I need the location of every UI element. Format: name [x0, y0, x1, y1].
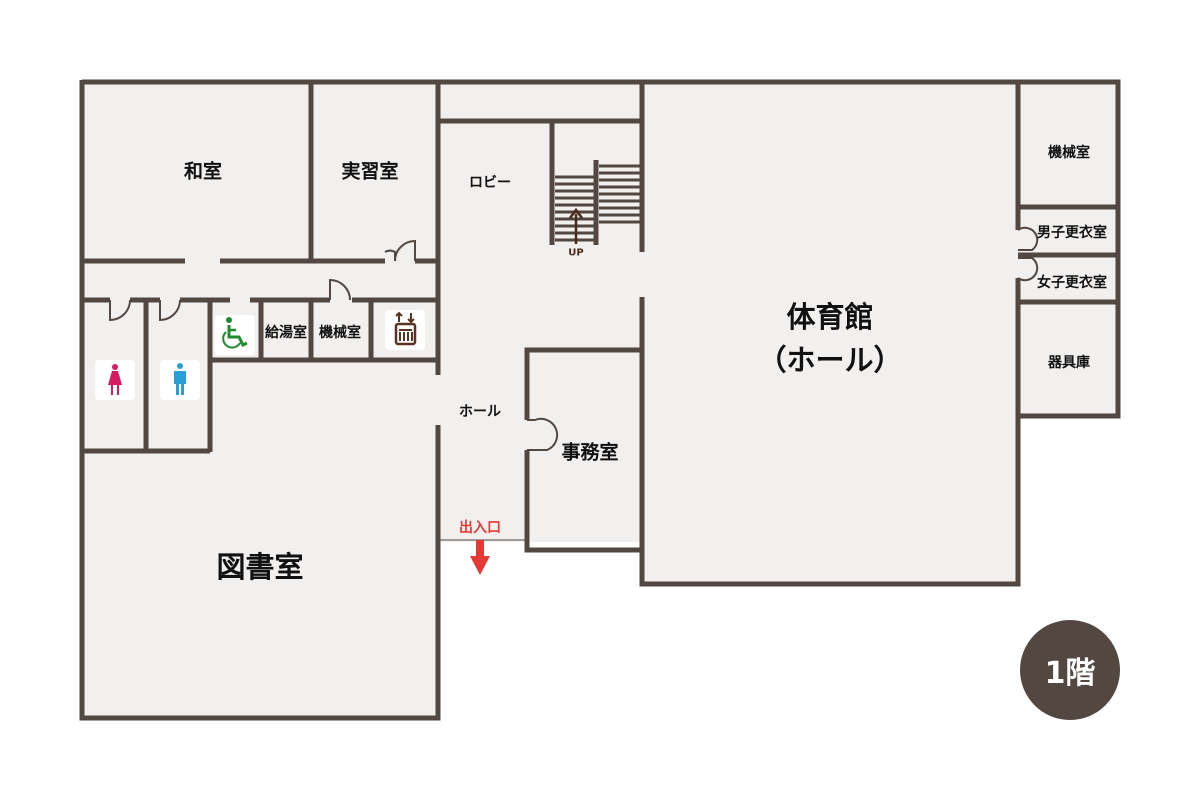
room-equipment: 器具庫: [1048, 355, 1090, 371]
accessible-toilet-icon: [215, 315, 255, 355]
stairs-up-label: UP: [568, 247, 584, 259]
up-arrow-icon: [569, 207, 583, 244]
room-machine-left: 機械室: [319, 325, 361, 341]
room-jisshu: 実習室: [341, 160, 399, 183]
room-kyuto: 給湯室: [265, 325, 307, 341]
entrance-label: 出入口: [459, 520, 501, 536]
room-gym-sub: （ホール）: [757, 343, 903, 377]
room-men-locker: 男子更衣室: [1037, 225, 1107, 241]
room-washitsu: 和室: [183, 160, 223, 183]
walls: [79, 79, 1121, 721]
room-library: 図書室: [216, 550, 304, 584]
room-gym: 体育館: [786, 300, 874, 334]
room-lobby: ロビー: [469, 175, 511, 191]
floor-badge: 1階: [1020, 620, 1120, 720]
elevator-icon: [385, 310, 425, 350]
women-restroom-icon: [95, 360, 135, 400]
men-restroom-icon: [160, 360, 200, 400]
door-swings: [109, 226, 1039, 451]
room-hall: ホール: [459, 404, 501, 420]
entrance-arrow-icon: [470, 540, 490, 575]
room-office: 事務室: [561, 441, 619, 464]
room-machine-right: 機械室: [1048, 145, 1090, 161]
room-women-locker: 女子更衣室: [1037, 275, 1107, 291]
